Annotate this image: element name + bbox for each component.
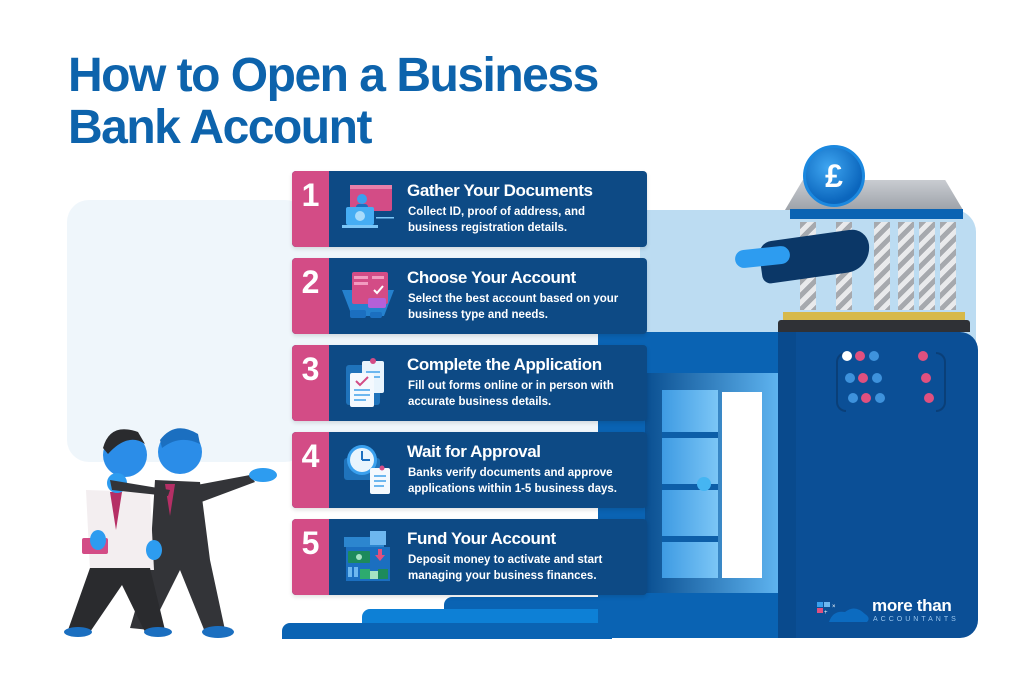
building-divider [778,332,796,638]
bank-column-base [783,312,965,320]
step-number: 3 [292,345,329,421]
step-card-4: 4 Wait for Approval Banks verify documen… [292,432,647,508]
page-title-line-2: Bank Account [68,101,372,154]
door-knob [697,477,711,491]
svg-text:×: × [832,604,836,610]
brand-name: more than [872,596,952,615]
step-description: Fill out forms online or in person with … [408,380,614,408]
step-number: 4 [292,432,329,508]
clock-document-icon [340,442,396,498]
bank-roof-band [790,209,963,219]
application-form-icon [340,355,396,411]
svg-text:+: + [824,610,828,616]
bank-door-open-panel [722,392,762,578]
step-title: Choose Your Account [407,268,576,287]
page-title-line-1: How to Open a Business [68,49,599,102]
step-title: Wait for Approval [407,442,541,461]
brand-subtitle: ACCOUNTANTS [873,616,959,623]
step-title: Complete the Application [407,355,602,374]
account-options-checklist-icon [340,268,396,324]
step-card-3: 3 Complete the Application Fill out form… [292,345,647,421]
pound-coin-icon: £ [803,145,865,207]
background-panel-left [67,200,307,462]
step-description: Collect ID, proof of address, and busine… [408,206,585,234]
two-businessmen-illustration [50,420,290,640]
step-title: Fund Your Account [407,529,556,548]
id-documents-laptop-icon [340,181,396,237]
step-description: Select the best account based on your bu… [408,293,619,321]
step-description: Banks verify documents and approve appli… [408,467,617,495]
lights-bracket-left [836,352,846,412]
cash-deposit-building-icon [340,529,396,585]
step-card-2: 2 Choose Your Account Select the best ac… [292,258,647,334]
lights-bracket-right [936,352,946,412]
step-number: 2 [292,258,329,334]
step-title: Gather Your Documents [407,181,593,200]
step-description: Deposit money to activate and start mana… [408,554,603,582]
step-card-1: 1 Gather Your Documents Collect ID, proo… [292,171,647,247]
page-title: How to Open a Business Bank Account [68,49,599,154]
calculator-cloud-icon: × + [817,602,869,622]
step-number: 5 [292,519,329,595]
step-number: 1 [292,171,329,247]
more-than-accountants-logo: × + more than ACCOUNTANTS [815,596,975,628]
bank-foundation [778,320,970,332]
step-card-5: 5 Fund Your Account Deposit money to act… [292,519,647,595]
